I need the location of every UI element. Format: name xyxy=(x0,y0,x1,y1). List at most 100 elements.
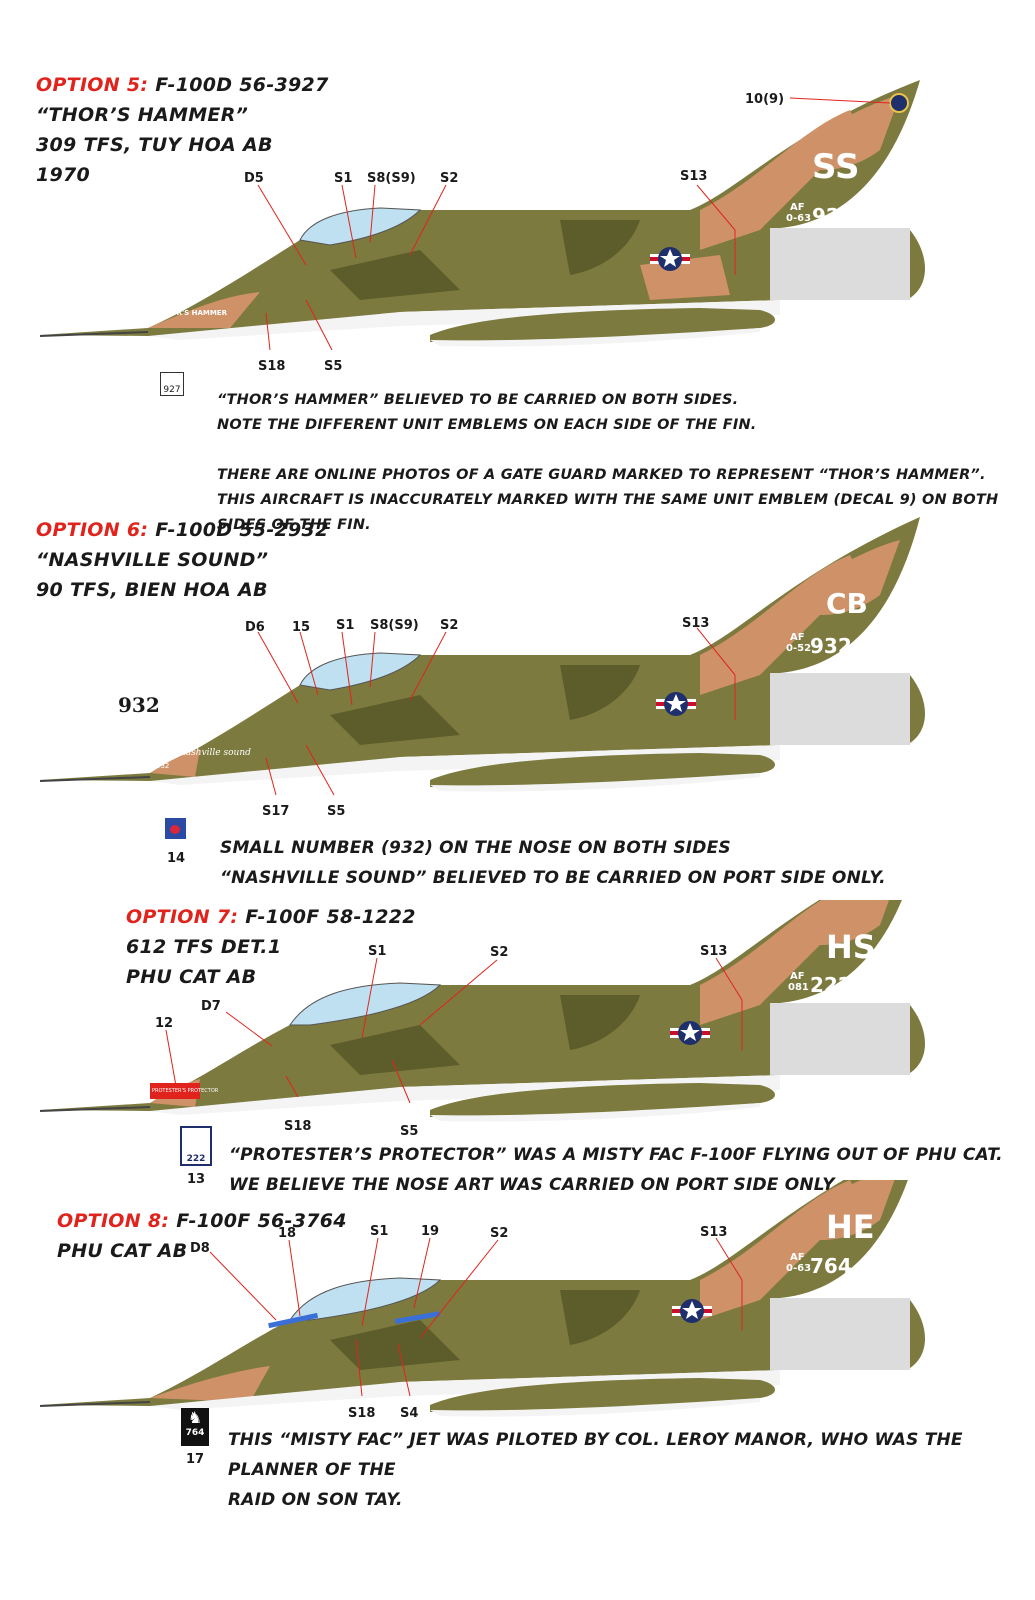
aircraft-profile-option-8: HE AF 0-63 764 D8 18 S1 19 S2 S13 S18 S4 xyxy=(39,1180,925,1421)
note-line: “PROTESTER’S PROTECTOR” WAS A MISTY FAC … xyxy=(229,1145,1003,1165)
callout-15: 15 xyxy=(292,620,310,635)
tail-af: AF xyxy=(790,971,805,982)
unit: 612 TFS DET.1 xyxy=(126,936,282,958)
tail-number: 764 xyxy=(810,1254,852,1278)
tail-number: 932 xyxy=(810,634,852,658)
note-line: RAID ON SON TAY. xyxy=(228,1490,403,1510)
note-line: WE BELIEVE THE NOSE ART WAS CARRIED ON P… xyxy=(229,1175,839,1195)
decal-number: 17 xyxy=(185,1452,205,1467)
nose-number-small: 932 xyxy=(156,762,169,770)
tail-code: CB xyxy=(826,587,868,620)
leader-lines xyxy=(209,1237,743,1397)
tail-af: AF xyxy=(790,1252,805,1263)
tail-number: 927 xyxy=(812,204,854,228)
base: PHU CAT AB xyxy=(126,966,257,988)
decal-number: 14 xyxy=(166,851,186,866)
aircraft-body xyxy=(39,900,925,1122)
note-line: “NASHVILLE SOUND” BELIEVED TO BE CARRIED… xyxy=(220,868,886,888)
nose-number-large: 932 xyxy=(118,693,160,717)
note-line: SMALL NUMBER (932) ON THE NOSE ON BOTH S… xyxy=(220,838,731,858)
aircraft-serial: F-100D 56-3927 xyxy=(155,74,329,96)
note-line: THIS “MISTY FAC” JET WAS PILOTED BY COL.… xyxy=(228,1430,963,1480)
callout-s2: S2 xyxy=(490,945,508,960)
callout-s13: S13 xyxy=(700,1225,727,1240)
option-7-notes: “PROTESTER’S PROTECTOR” WAS A MISTY FAC … xyxy=(229,1140,1003,1200)
usaf-roundel xyxy=(672,1299,712,1323)
tail-serial-prefix: 0-63 xyxy=(786,213,811,224)
callout-d5: D5 xyxy=(244,171,264,186)
decal-14-icon xyxy=(165,818,186,839)
decal-box-text: 222 xyxy=(186,1154,206,1164)
aircraft-profile-option-7: HS AF 081 222 PROTESTER'S PROTECTOR 12 D… xyxy=(39,900,925,1139)
callout-d7: D7 xyxy=(201,999,221,1014)
usaf-roundel xyxy=(656,692,696,716)
callout-s17: S17 xyxy=(262,804,289,815)
aircraft-serial: F-100F 56-3764 xyxy=(176,1210,347,1232)
decal-number: 13 xyxy=(186,1172,206,1187)
tail-code: HE xyxy=(826,1208,875,1246)
callout-s1: S1 xyxy=(368,944,386,959)
option-label: OPTION 6: xyxy=(36,519,149,541)
tail-code: SS xyxy=(812,147,859,187)
callout-s5: S5 xyxy=(400,1124,418,1139)
callout-s1: S1 xyxy=(370,1224,388,1239)
callout-s4: S4 xyxy=(400,1406,418,1421)
usaf-roundel xyxy=(670,1021,710,1045)
callout-s2: S2 xyxy=(440,171,458,186)
year: 1970 xyxy=(36,164,91,186)
note-line: THIS AIRCRAFT IS INACCURATELY MARKED WIT… xyxy=(217,492,999,533)
tail-serial-prefix: 0-52 xyxy=(786,643,811,654)
note-line xyxy=(217,438,1035,463)
callout-s2: S2 xyxy=(440,618,458,633)
option-8-section: OPTION 8: F-100F 56-3764 PHU CAT AB HE xyxy=(0,1180,1035,1600)
callout-s2: S2 xyxy=(490,1226,508,1241)
callout-s8: S8(S9) xyxy=(370,618,419,633)
leader-lines xyxy=(257,627,736,796)
nose-art: THOR'S HAMMER xyxy=(160,309,228,317)
note-line: THERE ARE ONLINE PHOTOS OF A GATE GUARD … xyxy=(217,467,986,483)
aircraft-serial: F-100D 55-2932 xyxy=(155,519,329,541)
tail-code: HS xyxy=(826,928,876,966)
tail-af: AF xyxy=(790,632,805,643)
option-6-section: OPTION 6: F-100D 55-2932 “NASHVILLE SOUN… xyxy=(0,515,1035,900)
unit-base: 90 TFS, BIEN HOA AB xyxy=(36,579,268,601)
option-6-header: OPTION 6: F-100D 55-2932 “NASHVILLE SOUN… xyxy=(36,515,329,605)
decal-box-222: 222 xyxy=(180,1126,212,1166)
callout-d8: D8 xyxy=(190,1241,210,1256)
option-8-header: OPTION 8: F-100F 56-3764 PHU CAT AB xyxy=(57,1206,347,1266)
decal-box-text: 764 xyxy=(185,1428,205,1438)
callout-s13: S13 xyxy=(682,616,709,631)
option-5-notes: “THOR’S HAMMER” BELIEVED TO BE CARRIED O… xyxy=(217,388,1035,538)
base: PHU CAT AB xyxy=(57,1240,188,1262)
fin-unit-emblem xyxy=(889,93,909,113)
option-5-header: OPTION 5: F-100D 56-3927 “THOR’S HAMMER”… xyxy=(36,70,329,190)
callout-s13: S13 xyxy=(700,944,727,959)
callout-19: 19 xyxy=(421,1224,439,1239)
tail-serial-prefix: 0-63 xyxy=(786,1263,811,1274)
option-label: OPTION 8: xyxy=(57,1210,170,1232)
leader-lines xyxy=(165,957,743,1104)
option-7-section: OPTION 7: F-100F 58-1222 612 TFS DET.1 P… xyxy=(0,900,1035,1195)
decal-box-text: 927 xyxy=(163,385,181,395)
aircraft-body xyxy=(39,1180,925,1417)
option-8-notes: THIS “MISTY FAC” JET WAS PILOTED BY COL.… xyxy=(228,1425,1035,1515)
aircraft-serial: F-100F 58-1222 xyxy=(245,906,416,928)
callout-12: 12 xyxy=(155,1016,173,1031)
usaf-roundel xyxy=(650,247,690,271)
callout-s13: S13 xyxy=(680,169,707,184)
tail-serial-prefix: 081 xyxy=(788,982,809,993)
callout-s1: S1 xyxy=(336,618,354,633)
callout-18: 18 xyxy=(278,1226,296,1241)
note-line: “THOR’S HAMMER” BELIEVED TO BE CARRIED O… xyxy=(217,392,739,408)
aircraft-profile-option-6: CB AF 0-52 932 932 932 nashville sound D… xyxy=(39,517,925,815)
aircraft-body xyxy=(39,517,925,792)
nose-art: PROTESTER'S PROTECTOR xyxy=(152,1088,219,1094)
callout-s8: S8(S9) xyxy=(367,171,416,186)
option-5-section: OPTION 5: F-100D 56-3927 “THOR’S HAMMER”… xyxy=(0,0,1035,533)
option-label: OPTION 5: xyxy=(36,74,149,96)
unit-base: 309 TFS, TUY HOA AB xyxy=(36,134,273,156)
decal-box-764: ♞ 764 xyxy=(181,1408,209,1446)
nickname: “NASHVILLE SOUND” xyxy=(36,549,269,571)
option-6-notes: SMALL NUMBER (932) ON THE NOSE ON BOTH S… xyxy=(220,833,886,893)
callout-fin-emblem: 10(9) xyxy=(745,92,784,107)
